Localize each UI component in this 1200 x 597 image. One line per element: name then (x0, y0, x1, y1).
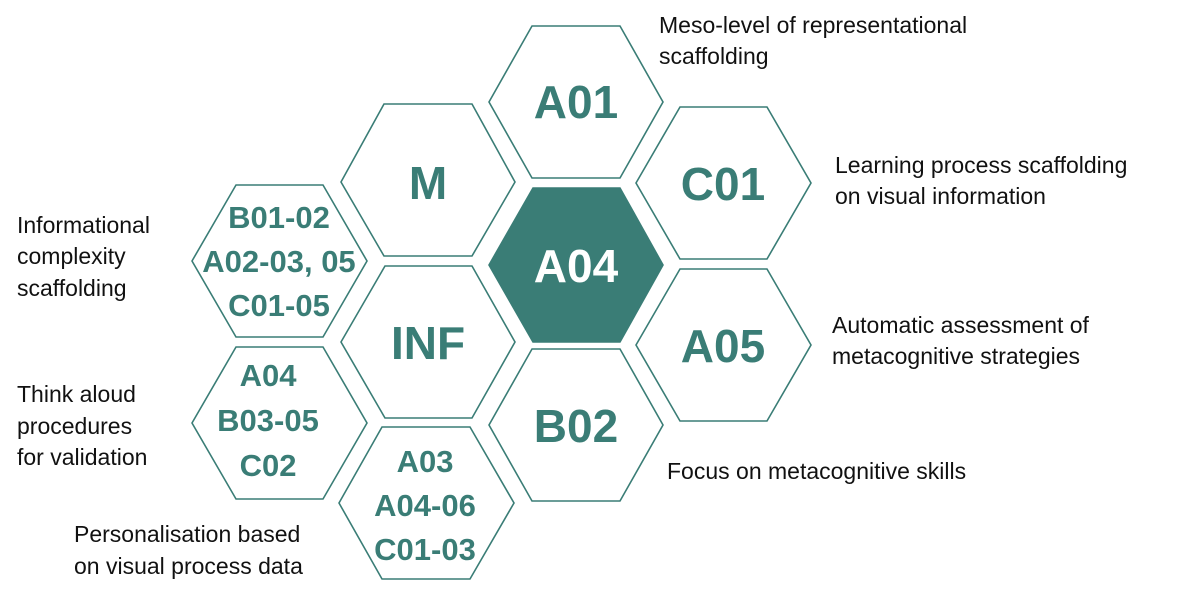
caption-informational-line-2: complexity (17, 243, 126, 269)
caption-focus: Focus on metacognitive skills (667, 458, 966, 484)
hex-inf-label: INF (391, 317, 465, 369)
hex-a03-line-2: A04-06 (374, 488, 476, 523)
hex-a04-label: A04 (534, 240, 619, 292)
caption-personalisation-line-1: Personalisation based (74, 521, 300, 547)
hex-inf (340, 265, 516, 419)
hex-m-label: M (409, 157, 447, 209)
hex-c01-label: C01 (681, 158, 765, 210)
hex-b01-02-line-1: B01-02 (228, 200, 330, 235)
caption-think-aloud-line-1: Think aloud (17, 381, 136, 407)
caption-meso-line-2: scaffolding (659, 43, 769, 69)
hex-a01-label: A01 (534, 76, 618, 128)
caption-informational-line-1: Informational (17, 212, 150, 238)
caption-personalisation-line-2: on visual process data (74, 553, 303, 579)
hex-a03 (338, 426, 515, 580)
hex-a04-b03-line-1: A04 (240, 358, 298, 393)
caption-automatic-line-2: metacognitive strategies (832, 343, 1080, 369)
hex-b01-02-line-2: A02-03, 05 (202, 244, 355, 279)
caption-automatic-line-1: Automatic assessment of (832, 312, 1090, 338)
hex-b01-02-line-3: C01-05 (228, 288, 330, 323)
hex-c01 (635, 106, 812, 260)
caption-informational-line-3: scaffolding (17, 275, 127, 301)
hex-a05 (635, 268, 812, 422)
hex-a01 (488, 25, 664, 179)
hex-a05-label: A05 (681, 320, 765, 372)
caption-learning-line-2: on visual information (835, 183, 1046, 209)
caption-think-aloud-line-2: procedures (17, 413, 132, 439)
hex-a04-b03-line-3: C02 (240, 448, 297, 483)
hex-b01-02 (191, 184, 368, 338)
caption-meso-line-1: Meso-level of representational (659, 12, 967, 38)
hex-m (340, 103, 516, 257)
hex-a04-b03-line-2: B03-05 (217, 403, 319, 438)
hex-a04 (488, 187, 664, 343)
hex-b02 (488, 348, 664, 502)
hex-a04-b03 (191, 346, 368, 500)
hex-a03-line-3: C01-03 (374, 532, 476, 567)
hex-b02-label: B02 (534, 400, 618, 452)
caption-think-aloud-line-3: for validation (17, 444, 147, 470)
caption-learning-line-1: Learning process scaffolding (835, 152, 1127, 178)
hex-a03-line-1: A03 (397, 444, 454, 479)
